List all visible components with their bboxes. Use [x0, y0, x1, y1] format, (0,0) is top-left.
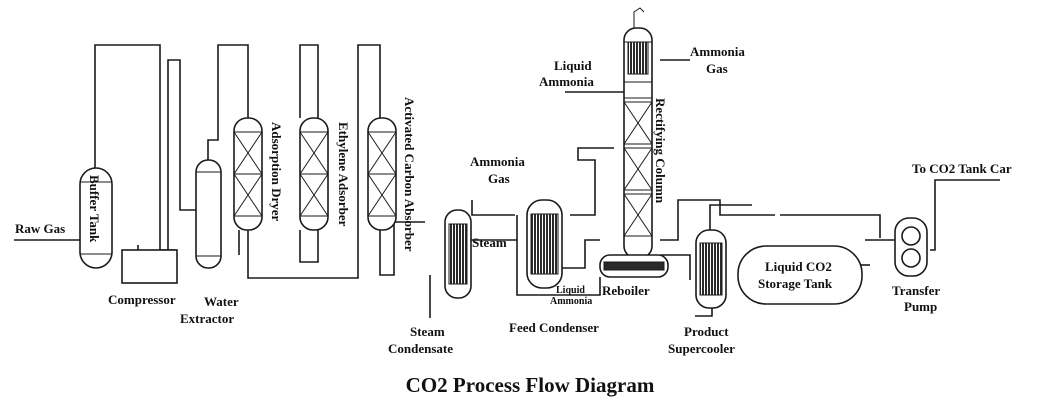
label-raw-gas: Raw Gas: [15, 221, 65, 236]
ethylene-adsorber: [299, 117, 329, 231]
label-ammonia-gas-left-1: Ammonia: [470, 154, 525, 169]
diagram-title: CO2 Process Flow Diagram: [406, 373, 655, 397]
label-product-supercooler-2: Supercooler: [668, 341, 735, 356]
feed-condenser: [526, 199, 563, 289]
label-liquid-ammonia-small-1: Liquid: [556, 285, 585, 296]
label-water-extractor-2: Extractor: [180, 311, 234, 326]
label-to-tank-car: To CO2 Tank Car: [912, 161, 1012, 176]
label-transfer-pump-1: Transfer: [892, 283, 940, 298]
label-steam: Steam: [472, 235, 507, 250]
activated-carbon-absorber: [367, 117, 397, 231]
product-supercooler: [695, 229, 727, 309]
water-extractor: [195, 159, 222, 269]
label-buffer-tank: Buffer Tank: [87, 175, 102, 243]
label-rectifying-column: Rectifying Column: [653, 98, 668, 204]
label-activated-carbon-absorber: Activated Carbon Absorber: [402, 97, 417, 252]
label-ammonia-gas-top-2: Gas: [706, 61, 728, 76]
label-steam-condensate-1: Steam: [410, 324, 445, 339]
reboiler: [599, 254, 669, 278]
steam-heater: [444, 209, 472, 299]
label-water-extractor-1: Water: [204, 294, 239, 309]
transfer-pump: [894, 217, 928, 277]
label-liquid-ammonia-top-1: Liquid: [554, 58, 592, 73]
adsorption-dryer: [233, 117, 263, 231]
label-reboiler: Reboiler: [602, 283, 650, 298]
label-steam-condensate-2: Condensate: [388, 341, 453, 356]
label-storage-tank-2: Storage Tank: [758, 276, 833, 291]
label-compressor: Compressor: [108, 292, 176, 307]
label-ammonia-gas-top-1: Ammonia: [690, 44, 745, 59]
labels: Raw Gas Buffer Tank Compressor Water Ext…: [15, 44, 1012, 356]
label-feed-condenser: Feed Condenser: [509, 320, 599, 335]
buffer-tank: [79, 167, 113, 269]
label-storage-tank-1: Liquid CO2: [765, 259, 832, 274]
piping: [14, 7, 1000, 318]
label-transfer-pump-2: Pump: [904, 299, 937, 314]
compressor: [121, 249, 178, 284]
rectifying-column: [623, 27, 653, 259]
label-product-supercooler-1: Product: [684, 324, 729, 339]
label-adsorption-dryer: Adsorption Dryer: [269, 122, 284, 222]
storage-tank: [737, 245, 863, 305]
label-liquid-ammonia-top-2: Ammonia: [539, 74, 594, 89]
label-ethylene-adsorber: Ethylene Adsorber: [336, 122, 351, 227]
label-ammonia-gas-left-2: Gas: [488, 171, 510, 186]
label-liquid-ammonia-small-2: Ammonia: [550, 296, 592, 307]
